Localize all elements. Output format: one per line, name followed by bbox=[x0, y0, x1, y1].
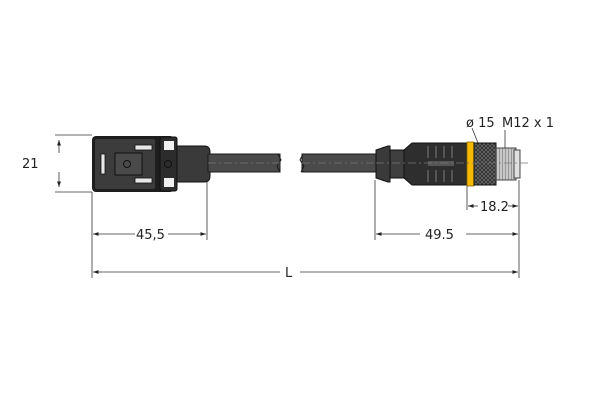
thread-spec-label: M12 x 1 bbox=[502, 116, 554, 131]
dimension-lines bbox=[55, 127, 520, 278]
dimension-labels: 21 45,5 49.5 18.2 L ø 15 M12 x 1 bbox=[22, 116, 554, 281]
diameter-label: ø 15 bbox=[466, 116, 495, 131]
right-connector bbox=[375, 141, 530, 187]
cable bbox=[207, 153, 379, 173]
thread-length-label: 18.2 bbox=[480, 200, 509, 215]
left-length-label: 45,5 bbox=[136, 228, 165, 243]
total-length-label: L bbox=[285, 266, 293, 281]
right-length-label: 49.5 bbox=[425, 228, 454, 243]
height-label: 21 bbox=[22, 157, 39, 172]
left-connector bbox=[92, 136, 211, 192]
